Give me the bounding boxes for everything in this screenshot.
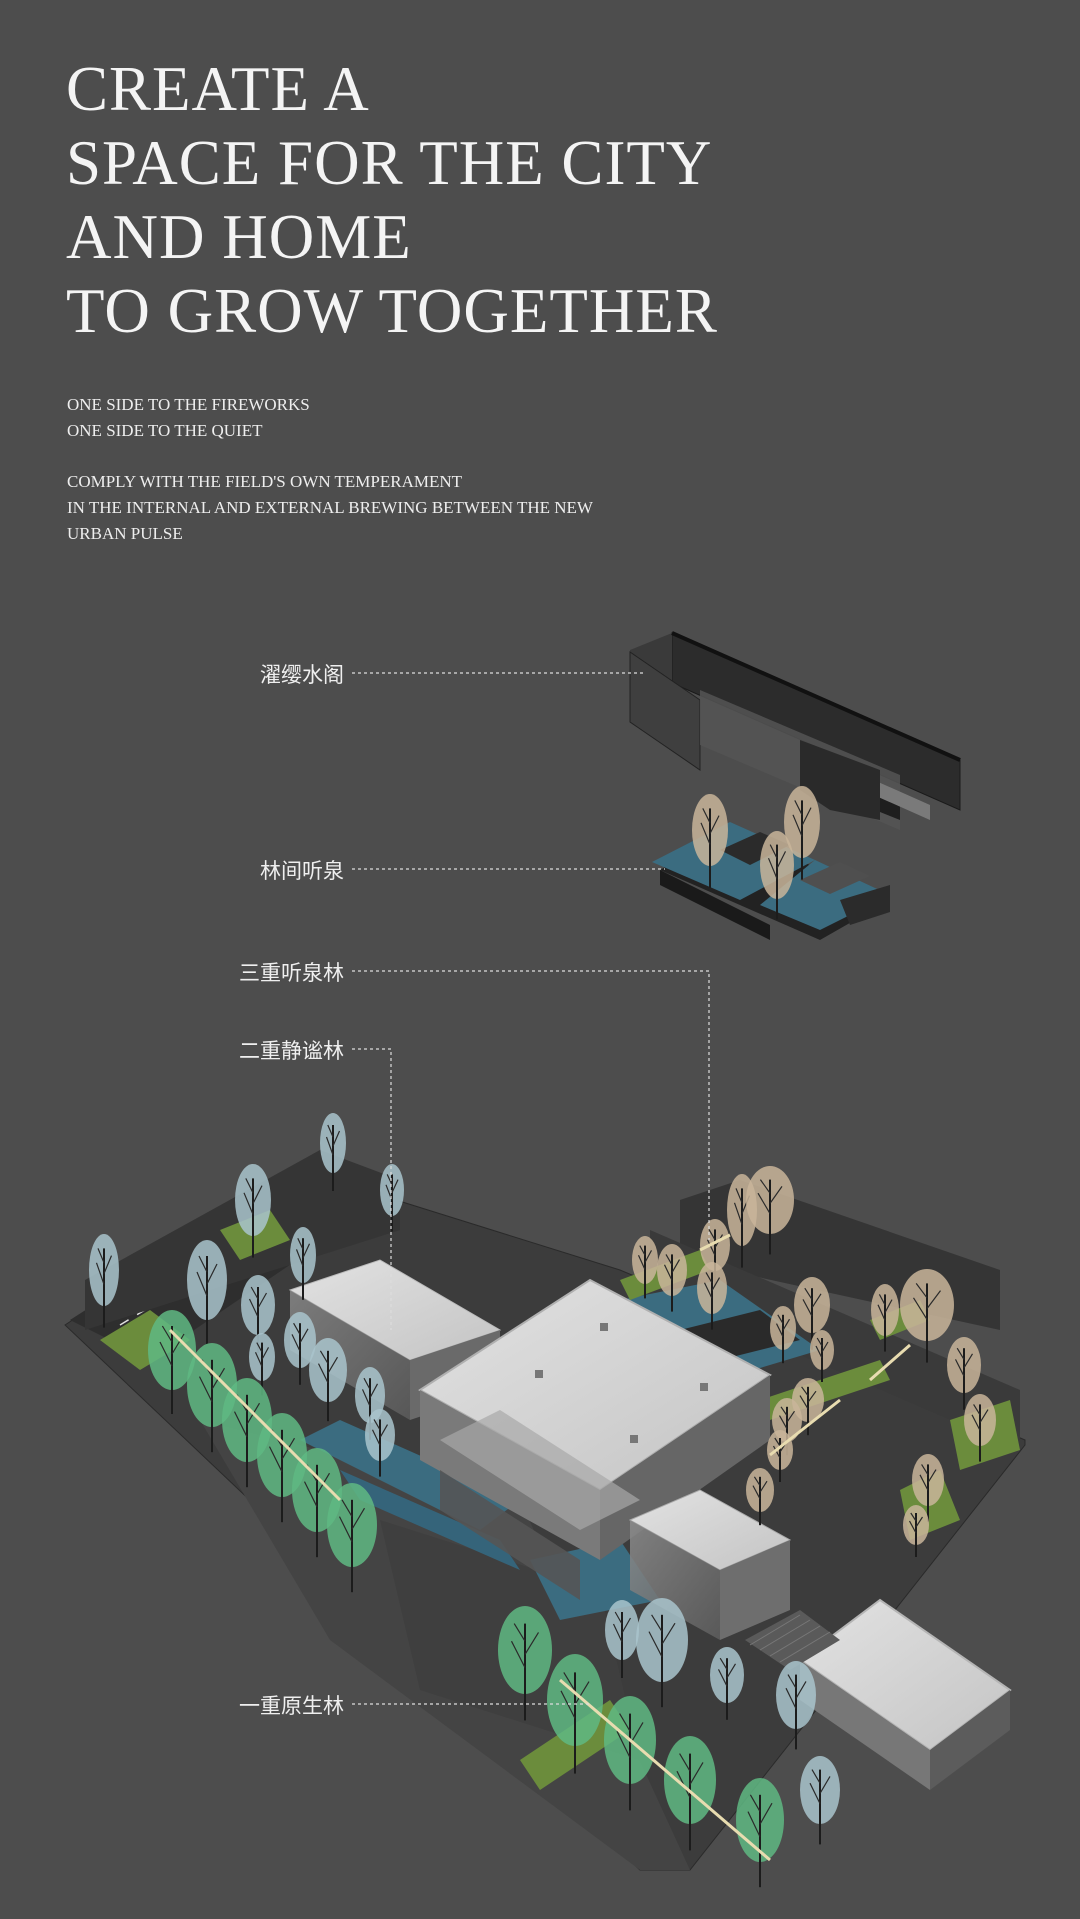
label-second-forest: 二重静谧林 <box>239 1039 344 1063</box>
tree-icon <box>284 1312 316 1385</box>
tree-icon <box>697 1262 727 1330</box>
intro-text: ONE SIDE TO THE FIREWORKS ONE SIDE TO TH… <box>67 392 310 444</box>
tree-icon <box>89 1234 119 1328</box>
water-pavilion-model <box>629 631 961 830</box>
tree-icon <box>776 1661 816 1750</box>
description-line: COMPLY WITH THE FIELD'S OWN TEMPERAMENT <box>67 472 463 491</box>
tree-icon <box>235 1164 271 1258</box>
tree-icon <box>547 1654 603 1774</box>
tree-icon <box>636 1598 688 1708</box>
label-first-forest: 一重原生林 <box>239 1694 344 1718</box>
headline-line: SPACE FOR THE CITY <box>66 128 713 198</box>
tree-icon <box>290 1227 316 1300</box>
tree-icon <box>605 1600 639 1678</box>
tree-icon <box>912 1454 944 1522</box>
tree-icon <box>365 1409 395 1477</box>
headline-line: AND HOME <box>66 202 412 272</box>
tree-icon <box>947 1337 981 1410</box>
leader-second-forest <box>352 1048 392 1330</box>
leader-lines <box>352 672 710 1705</box>
tree-icon <box>871 1284 899 1352</box>
trees-layer <box>89 786 996 1888</box>
label-third-forest: 三重听泉林 <box>239 961 344 985</box>
headline-line: TO GROW TOGETHER <box>66 276 718 346</box>
tree-icon <box>692 794 728 888</box>
tree-icon <box>746 1166 794 1255</box>
label-forest-spring: 林间听泉 <box>260 859 344 883</box>
description-line: URBAN PULSE <box>67 524 183 543</box>
tree-icon <box>309 1338 347 1422</box>
tree-icon <box>964 1394 996 1462</box>
tree-icon <box>320 1113 346 1191</box>
tree-icon <box>900 1269 954 1363</box>
tree-icon <box>784 786 820 880</box>
tree-icon <box>498 1606 552 1721</box>
leader-third-forest <box>352 970 710 1240</box>
tree-icon <box>770 1306 796 1364</box>
tree-icon <box>148 1310 196 1414</box>
tree-icon <box>736 1778 784 1888</box>
headline-line: CREATE A <box>66 54 370 124</box>
tree-icon <box>710 1647 744 1720</box>
tree-icon <box>380 1164 404 1232</box>
tree-icon <box>327 1483 377 1593</box>
intro-line: ONE SIDE TO THE QUIET <box>67 421 263 440</box>
intro-line: ONE SIDE TO THE FIREWORKS <box>67 395 310 414</box>
tree-icon <box>187 1240 227 1344</box>
headline: CREATE A SPACE FOR THE CITY AND HOME TO … <box>66 52 718 348</box>
description-text: COMPLY WITH THE FIELD'S OWN TEMPERAMENT … <box>67 469 593 547</box>
tree-icon <box>746 1468 774 1526</box>
tree-icon <box>800 1756 840 1845</box>
tree-icon <box>810 1330 834 1382</box>
tree-icon <box>632 1236 658 1299</box>
light-strips <box>168 1233 911 1862</box>
buildings <box>288 1259 1012 1790</box>
label-water-pavilion: 濯缨水阁 <box>260 663 344 687</box>
tree-icon <box>903 1505 929 1557</box>
tree-icon <box>760 831 794 920</box>
description-line: IN THE INTERNAL AND EXTERNAL BREWING BET… <box>67 498 593 517</box>
tree-icon <box>657 1244 687 1312</box>
